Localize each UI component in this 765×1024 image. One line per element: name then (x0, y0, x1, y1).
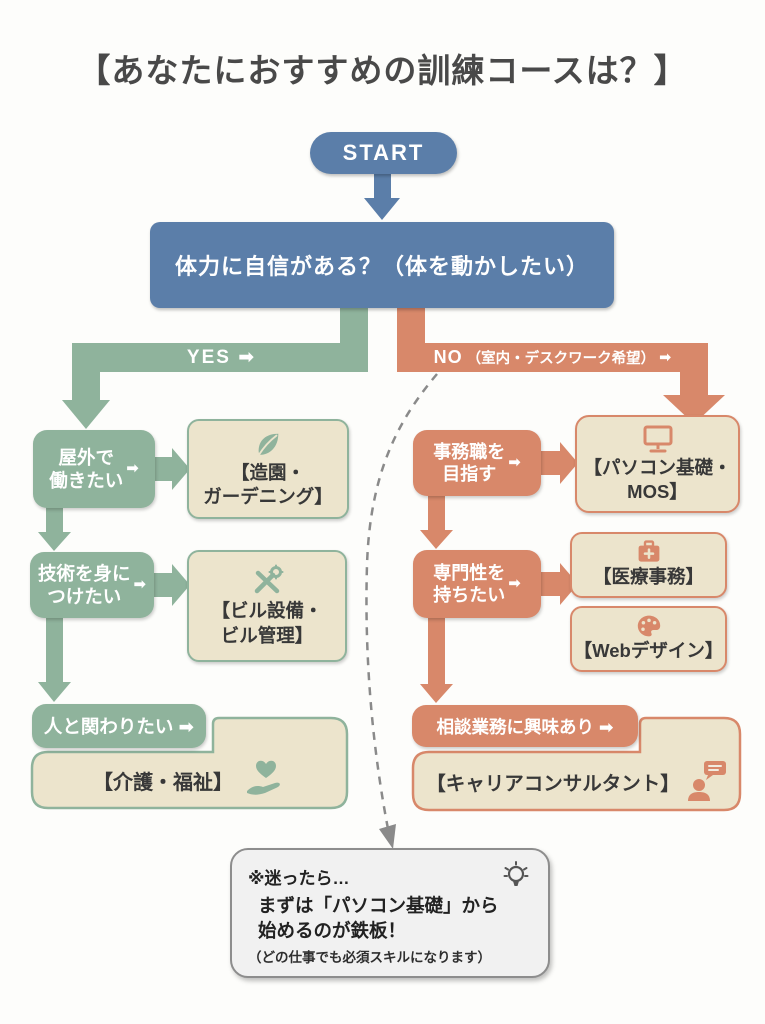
heart-hand-icon (247, 760, 280, 795)
no-text: NO (433, 347, 463, 367)
course-gardening: 【造園・ ガーデニング】 (187, 419, 349, 519)
arrow-specialty-to-medical (541, 563, 578, 605)
no-branch-label: NO （室内・デスクワーク希望） ➡ (397, 343, 708, 372)
note-box: ※迷ったら… まずは「パソコン基礎」から 始めるのが鉄板！ （どの仕事でも必須ス… (230, 848, 550, 978)
note-line3: （どの仕事でも必須スキルになります） (248, 949, 491, 965)
condition-text: 事務職を 目指す (433, 441, 506, 485)
condition-specialty: 専門性を 持ちたい ➡ (413, 550, 541, 618)
condition-learn-skill: 技術を身に つけたい ➡ (30, 552, 154, 618)
course-label: 【キャリアコンサルタント】 (426, 772, 680, 795)
course-label: 【Webデザイン】 (573, 640, 724, 662)
arrow-office-to-specialty (420, 496, 453, 549)
start-connector (364, 170, 400, 220)
medical-kit-icon (638, 540, 659, 563)
note-line2: 始めるのが鉄板！ (258, 919, 407, 941)
tools-icon (254, 564, 284, 594)
arrow-outdoor-to-skill (38, 506, 71, 551)
arrow-glyph: ➡ (508, 453, 521, 471)
condition-work-with-people: 人と関わりたい ➡ (32, 704, 206, 748)
question-node: 体力に自信がある？（体を動かしたい） (150, 222, 614, 308)
condition-text: 技術を身に つけたい (37, 562, 131, 607)
course-label: 【ビル設備・ ビル管理】 (211, 600, 323, 646)
condition-consulting-interest: 相談業務に興味あり ➡ (412, 705, 638, 747)
palette-icon (637, 616, 660, 637)
course-building-management: 【ビル設備・ ビル管理】 (187, 550, 347, 662)
condition-outdoor-work: 屋外で 働きたい ➡ (33, 430, 155, 508)
yes-branch-label: YES ➡ (186, 347, 257, 368)
leaf-icon (257, 433, 279, 457)
condition-office-job: 事務職を 目指す ➡ (413, 430, 541, 496)
arrow-specialty-to-consult (420, 618, 453, 703)
page-title: 【あなたにおすすめの訓練コースは？】 (77, 52, 688, 89)
course-pc-basics-mos: 【パソコン基礎・ MOS】 (575, 415, 740, 513)
dashed-shortcut-arrow (365, 373, 438, 849)
course-label: 【パソコン基礎・ MOS】 (583, 456, 732, 502)
start-node: START (310, 132, 457, 174)
course-label: 【医療事務】 (592, 566, 704, 588)
yes-connector (62, 303, 368, 429)
arrow-glyph: ➡ (126, 459, 139, 477)
arrow-skill-to-building (153, 564, 190, 606)
lightbulb-icon (503, 861, 529, 886)
note-heading: ※迷ったら… (248, 869, 350, 888)
condition-text: 専門性を 持ちたい (433, 562, 506, 606)
arrow-glyph: ➡ (508, 574, 521, 592)
no-sub-text: （室内・デスクワーク希望） (466, 351, 656, 367)
no-connector (397, 303, 725, 424)
course-label: 【造園・ ガーデニング】 (203, 461, 333, 507)
course-label: 【介護・福祉】 (93, 771, 233, 794)
no-arrow-glyph: ➡ (659, 349, 672, 366)
consultant-icon (687, 761, 726, 801)
course-career-consultant: 【キャリアコンサルタント】 (416, 752, 738, 810)
arrow-office-to-pc (541, 442, 578, 484)
course-medical-office: 【医療事務】 (570, 532, 727, 598)
arrow-outdoor-to-gardening (153, 448, 190, 490)
arrow-skill-to-people (38, 618, 71, 702)
arrow-glyph: ➡ (133, 575, 147, 593)
career-consultant-box (411, 716, 742, 812)
note-line1: まずは「パソコン基礎」から (258, 895, 499, 916)
monitor-icon (643, 425, 672, 453)
course-care-welfare: 【介護・福祉】 (36, 752, 346, 808)
course-web-design: 【Webデザイン】 (570, 606, 727, 672)
condition-text: 屋外で 働きたい (49, 446, 124, 491)
